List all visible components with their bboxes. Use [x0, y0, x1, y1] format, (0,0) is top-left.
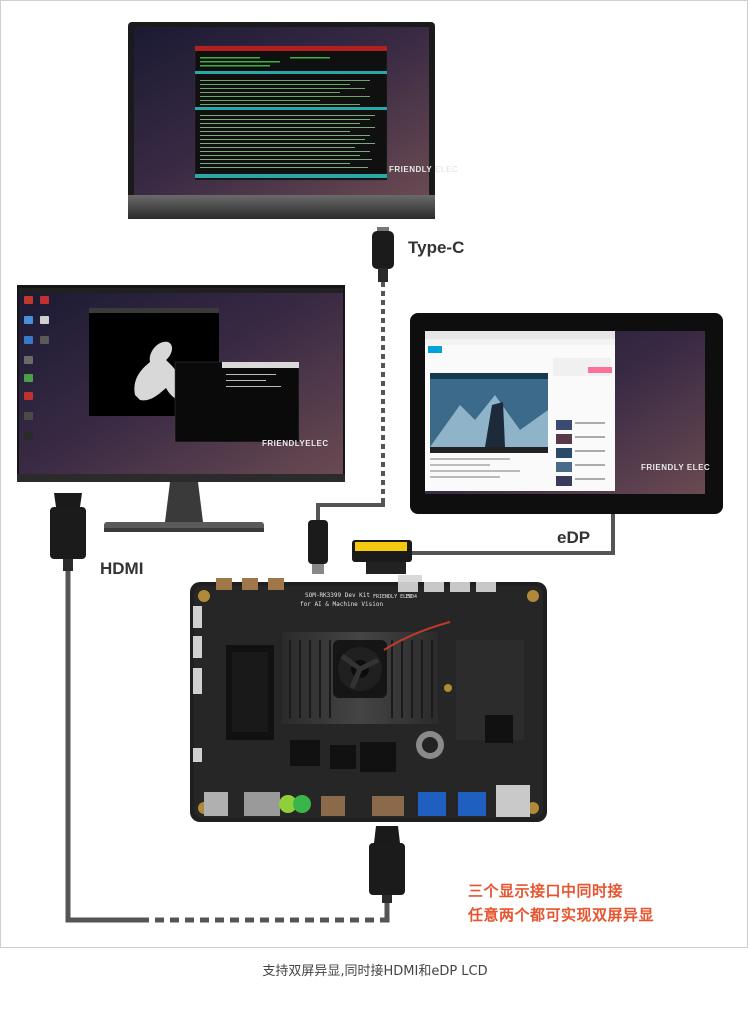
top-monitor-brand: FRIENDLY ELEC [389, 165, 458, 174]
left-monitor-brand: FRIENDLYELEC [262, 439, 329, 448]
bottom-ports [204, 785, 530, 817]
connection-diagram: FRIENDLY ELEC FRIENDLYELEC [17, 22, 723, 923]
edp-cable [352, 514, 615, 587]
terminal-window [194, 45, 388, 181]
horse-render [134, 341, 184, 401]
hdmi-label: HDMI [100, 559, 143, 578]
dev-board: SOM-RK3399 Dev Kit for AI & Machine Visi… [190, 578, 547, 822]
edp-label: eDP [557, 528, 590, 547]
edp-display: FRIENDLY ELEC [410, 313, 723, 514]
top-monitor: FRIENDLY ELEC [128, 22, 458, 219]
board-title-1: SOM-RK3399 Dev Kit [305, 592, 370, 599]
edp-display-brand: FRIENDLY ELEC [641, 463, 710, 472]
type-c-cable [308, 227, 394, 574]
type-c-label: Type-C [408, 238, 464, 257]
board-title-2: for AI & Machine Vision [300, 601, 383, 608]
hdmi-cable [50, 493, 405, 923]
left-monitor: FRIENDLYELEC [17, 285, 345, 532]
shell-window [174, 361, 300, 443]
board-year: 1904 [405, 594, 417, 600]
note-line-2: 任意两个都可实现双屏异显 [468, 906, 655, 924]
caption: 支持双屏异显,同时接HDMI和eDP LCD [262, 964, 488, 979]
note-line-1: 三个显示接口中同时接 [468, 882, 624, 900]
board-brand: FRIENDLY ELEC [373, 594, 412, 600]
